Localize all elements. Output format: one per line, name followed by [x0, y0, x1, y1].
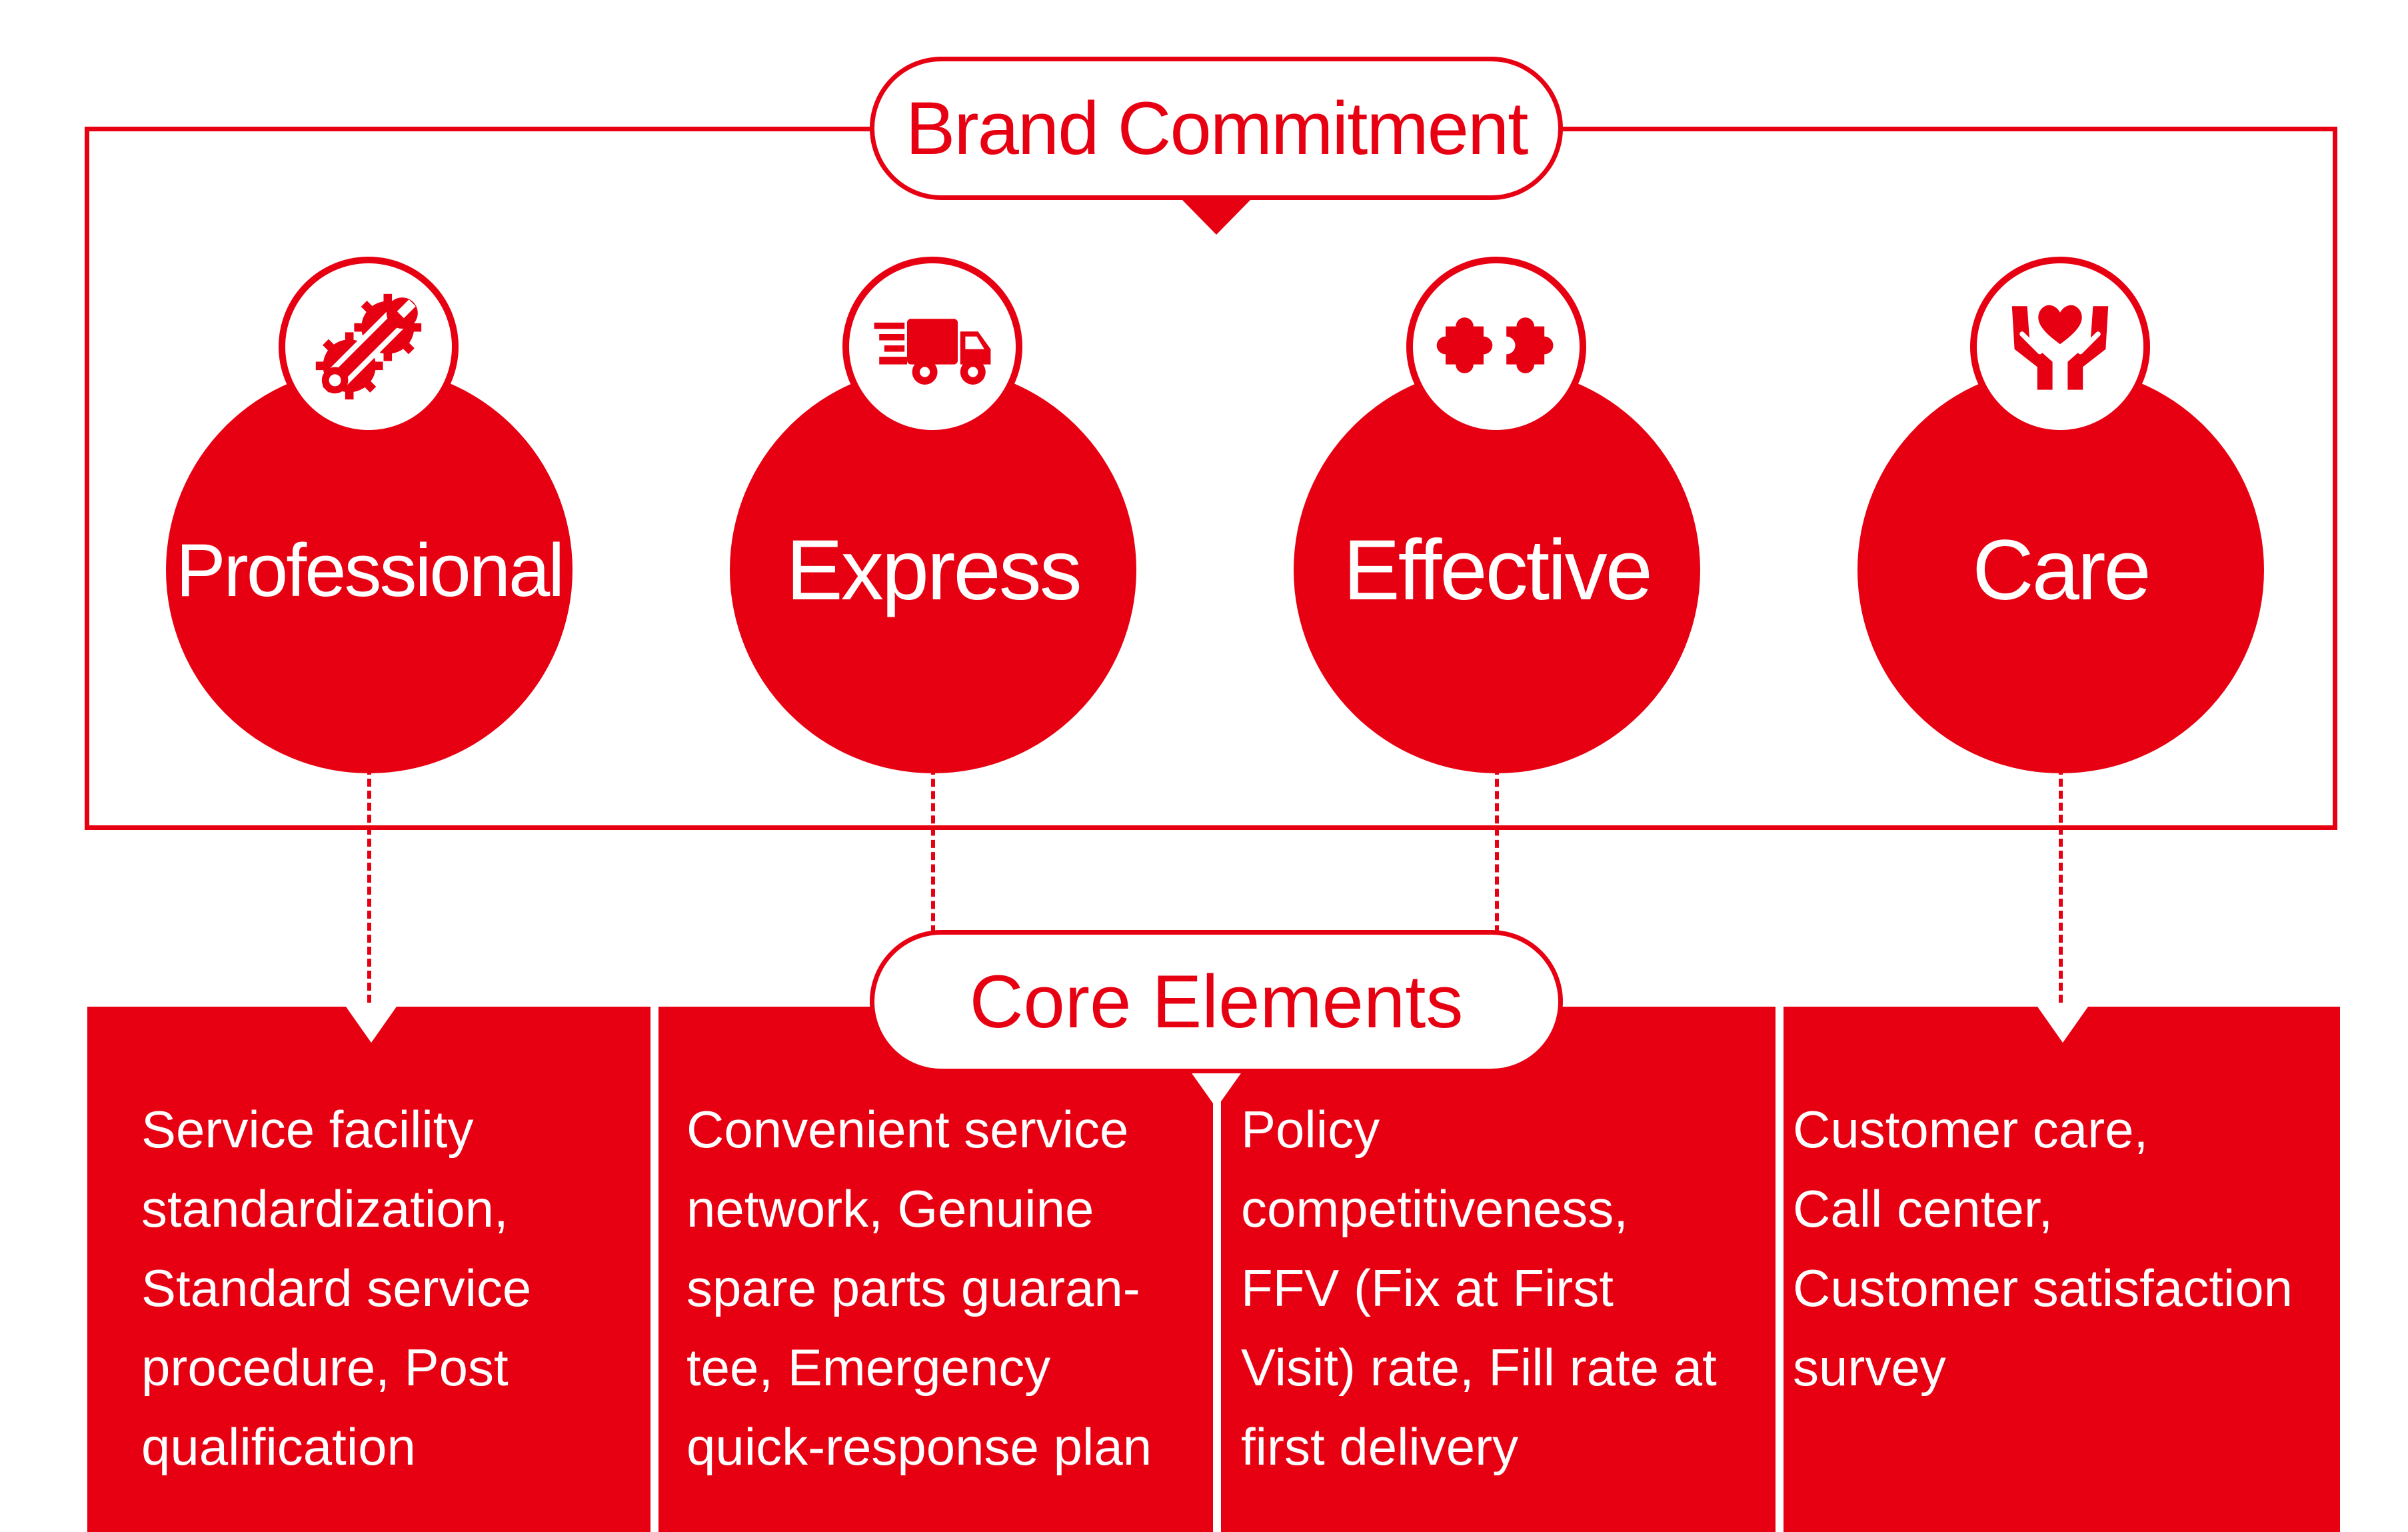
core-panel-3 — [1221, 1007, 1776, 1532]
core-panel-4 — [1784, 1007, 2340, 1532]
brand-commitment-title: Brand Commitment — [905, 87, 1529, 170]
core-element-text-2: Convenient service network, Genuine spar… — [686, 1100, 1152, 1476]
core-panel-2 — [658, 1007, 1213, 1532]
icon-badge-express — [842, 257, 1022, 437]
icon-badge-professional — [279, 257, 459, 437]
pointer-arrow-care — [2037, 1007, 2088, 1043]
core-element-text-1: Service facility standardization, Standa… — [141, 1100, 532, 1476]
core-panel-1 — [87, 1007, 650, 1532]
delivery-truck-icon — [874, 319, 991, 385]
connector-care — [2059, 767, 2063, 1027]
connector-effective — [1495, 767, 1499, 933]
core-element-text-3: Policy competitiveness, FFV (Fix at Firs… — [1241, 1100, 1717, 1476]
pointer-arrow-professional — [346, 1007, 397, 1043]
puzzle-pieces-icon — [1436, 317, 1554, 373]
connector-express — [931, 767, 935, 933]
connector-professional — [367, 767, 371, 1027]
core-elements-label: Core Elements — [870, 930, 1563, 1073]
pillar-label: Effective — [1343, 522, 1653, 618]
pillar-label: Express — [786, 522, 1082, 618]
brand-pointer-arrow-border — [1181, 199, 1252, 235]
wrench-gear-icon — [315, 293, 422, 400]
core-elements-title: Core Elements — [969, 960, 1464, 1043]
icon-badge-effective — [1406, 257, 1586, 437]
pillar-label: Care — [1972, 522, 2151, 618]
pillar-label: Professional — [175, 528, 565, 612]
icon-badge-care — [1970, 257, 2150, 437]
brand-commitment-label: Brand Commitment — [870, 57, 1563, 200]
core-pointer-arrow — [1187, 1067, 1246, 1108]
hands-heart-icon — [2011, 305, 2109, 390]
core-element-text-4: Customer care, Call center, Customer sat… — [1793, 1100, 2293, 1397]
